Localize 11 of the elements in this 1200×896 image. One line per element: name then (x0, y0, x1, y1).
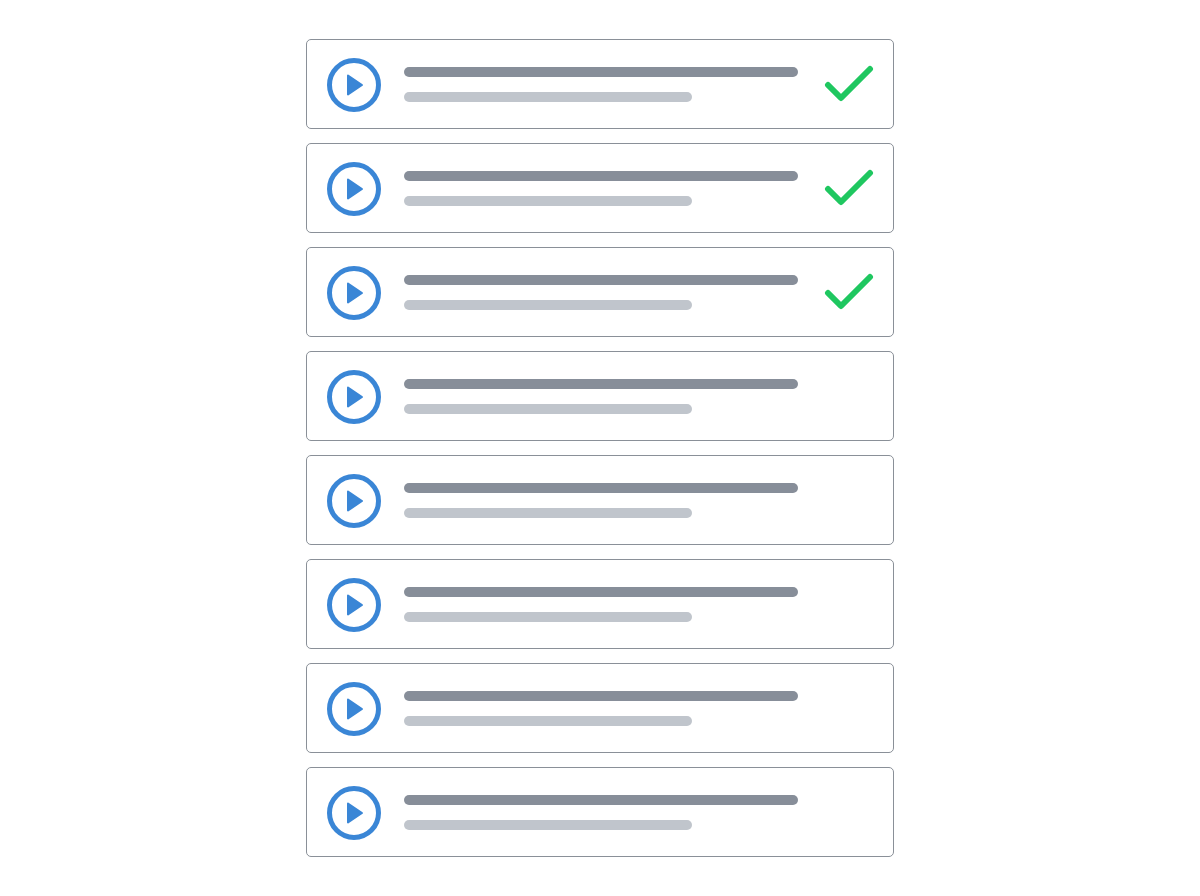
list-item-card (306, 247, 894, 337)
list-item-card (306, 143, 894, 233)
list-item-card (306, 455, 894, 545)
checkmark-icon (824, 273, 874, 311)
checkmark-icon (824, 65, 874, 103)
list-item-card (306, 559, 894, 649)
list-item-card (306, 351, 894, 441)
checkmark-icon (824, 169, 874, 207)
list-item-card (306, 767, 894, 857)
list-item-card (306, 663, 894, 753)
list-item-card (306, 39, 894, 129)
